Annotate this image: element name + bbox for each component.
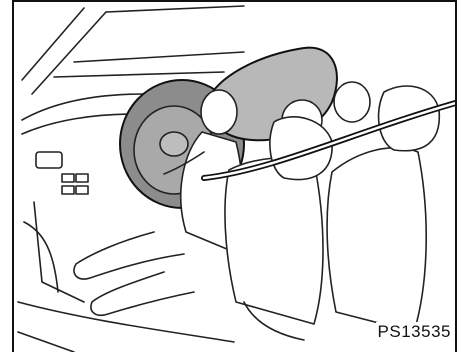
dash-vent [36,152,62,168]
dash-switch-4 [76,186,88,194]
airbag-illustration [14,2,457,352]
steering-hub [160,132,188,156]
windshield-line-2 [54,72,224,77]
windshield-line [74,52,244,62]
driver-seat-back [225,158,323,324]
illustration-frame: PS13535 [12,0,457,352]
dashboard-edge [22,114,134,134]
passenger-seat-back [327,148,426,332]
driver-head [201,90,237,134]
center-console [34,202,84,302]
driver-leg-2 [91,272,194,315]
roof-line [106,6,244,12]
dash-switch-3 [62,186,74,194]
dash-switch-1 [62,174,74,182]
dash-switch-2 [76,174,88,182]
console-line [24,222,58,292]
driver-leg [74,232,184,279]
door-line [18,332,74,352]
passenger-head-2 [334,82,370,122]
figure-caption: PS13535 [376,322,453,342]
a-pillar-line [22,8,84,80]
